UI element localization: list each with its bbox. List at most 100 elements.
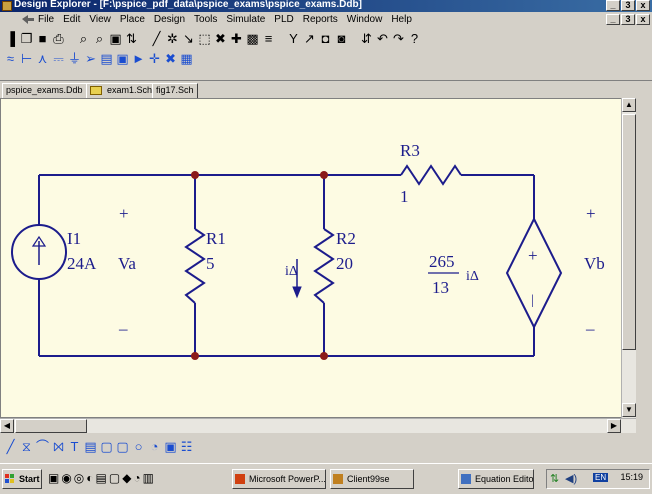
r3-value: 1 — [400, 187, 409, 206]
drawing-toolbar-icon-6[interactable]: ▢ — [100, 439, 113, 454]
main-toolbar-icon-2[interactable]: ■ — [38, 31, 47, 46]
wiring-toolbar-icon-2[interactable]: ⋏ — [37, 51, 48, 66]
wiring-toolbar-icon-10[interactable]: ✖ — [165, 51, 176, 66]
main-toolbar-icon-15[interactable]: ≡ — [264, 31, 273, 46]
main-toolbar-icon-18[interactable]: ◘ — [321, 31, 330, 46]
wiring-toolbar-icon-9[interactable]: ✛ — [149, 51, 160, 66]
main-toolbar-icon-14[interactable]: ▩ — [246, 31, 259, 46]
main-toolbar-icon-16[interactable]: Y — [289, 31, 298, 46]
drawing-toolbar-icon-3[interactable]: ⨝ — [53, 439, 64, 454]
toolbar-separator — [278, 31, 284, 47]
main-toolbar-icon-23[interactable]: ? — [410, 31, 419, 46]
vertical-scrollbar[interactable]: ▲ ▼ — [621, 98, 636, 418]
horizontal-scrollbar[interactable]: ◀ ▶ — [0, 418, 636, 433]
menu-window[interactable]: Window — [346, 14, 383, 25]
main-toolbar-icon-6[interactable]: ▣ — [109, 31, 122, 46]
main-toolbar-icon-13[interactable]: ✚ — [231, 31, 242, 46]
menu-file[interactable]: File — [38, 14, 55, 25]
menu-pld[interactable]: PLD — [274, 14, 294, 25]
main-toolbar-icon-20[interactable]: ⇵ — [361, 31, 372, 46]
wiring-toolbar-icon-4[interactable]: ⏚ — [68, 51, 82, 66]
drawing-toolbar-icon-1[interactable]: ⧖ — [21, 439, 32, 454]
menu-design[interactable]: Design — [153, 14, 186, 25]
start-button[interactable]: Start — [2, 469, 42, 489]
tab-exam1-label: exam1.Sch — [107, 85, 153, 95]
va-plus: + — [119, 204, 129, 223]
taskbar-equation-editor[interactable]: Equation Editor — [458, 469, 534, 489]
taskbar-powerpoint[interactable]: Microsoft PowerP... — [232, 469, 326, 489]
dependent-voltage-source[interactable] — [505, 216, 563, 330]
drawing-toolbar-icon-4[interactable]: T — [70, 439, 79, 454]
menu-place[interactable]: Place — [119, 14, 145, 25]
drawing-toolbar-icon-0[interactable]: ╱ — [6, 439, 15, 454]
wiring-toolbar-icon-0[interactable]: ≈ — [6, 51, 15, 66]
drawing-toolbar-icon-7[interactable]: ▢ — [116, 439, 129, 454]
taskbar-client99se[interactable]: Client99se — [330, 469, 414, 489]
main-toolbar-icon-10[interactable]: ↘ — [183, 31, 194, 46]
app-icon[interactable] — [2, 1, 12, 11]
main-toolbar-icon-19[interactable]: ◙ — [337, 31, 346, 46]
menu-help[interactable]: Help — [391, 14, 412, 25]
wiring-toolbar-icon-5[interactable]: ➢ — [85, 51, 96, 66]
doc-minimize-button[interactable]: _ — [606, 14, 620, 25]
clock: 15:19 — [620, 472, 643, 482]
language-indicator[interactable]: EN — [593, 473, 609, 482]
main-toolbar-icon-0[interactable]: ▐ — [5, 31, 16, 46]
menu-reports[interactable]: Reports — [302, 14, 338, 25]
scroll-left-button[interactable]: ◀ — [0, 419, 14, 433]
drawing-toolbar-icon-2[interactable]: ⌒ — [36, 439, 50, 454]
gain-denominator: 13 — [432, 278, 449, 297]
drawing-toolbar-icon-5[interactable]: ▤ — [84, 439, 97, 454]
menu-tools[interactable]: Tools — [194, 14, 218, 25]
vertical-scroll-thumb[interactable] — [622, 114, 636, 350]
resistor-r2[interactable] — [313, 228, 335, 304]
windows-logo-icon — [5, 474, 14, 483]
main-toolbar-icon-7[interactable]: ⇅ — [126, 31, 137, 46]
drawing-toolbar-icons: ╱⧖⌒⨝T▤▢▢○◔▣☷ — [4, 439, 193, 455]
volume-icon[interactable]: ◀) — [565, 473, 578, 485]
window-title: Design Explorer - [F:\pspice_pdf_data\ps… — [14, 0, 362, 10]
schematic-sheet[interactable]: I1 24A Va + – R1 5 R2 20 R3 1 iΔ 265 13 … — [0, 98, 636, 418]
current-source-i1[interactable] — [11, 224, 67, 280]
main-toolbar-icon-11[interactable]: ⬚ — [198, 31, 211, 46]
main-toolbar-icon-4[interactable]: ⌕ — [79, 31, 88, 46]
main-toolbar-icon-9[interactable]: ✲ — [167, 31, 178, 46]
resistor-r1[interactable] — [184, 228, 206, 304]
wiring-toolbar-icon-8[interactable]: ► — [132, 51, 145, 66]
drawing-toolbar-icon-8[interactable]: ○ — [134, 439, 143, 454]
menu-simulate[interactable]: Simulate — [226, 14, 266, 25]
drawing-toolbar-icon-11[interactable]: ☷ — [180, 439, 193, 454]
wiring-toolbar-icon-3[interactable]: ⎓ — [53, 51, 64, 66]
scroll-down-button[interactable]: ▼ — [622, 403, 636, 417]
menu-edit[interactable]: Edit — [63, 14, 81, 25]
restore-button[interactable]: 3 — [621, 0, 635, 11]
main-toolbar-icon-8[interactable]: ╱ — [152, 31, 161, 46]
wiring-toolbar-icon-6[interactable]: ▤ — [100, 51, 113, 66]
main-toolbar-icon-17[interactable]: ↗ — [304, 31, 315, 46]
scroll-right-button[interactable]: ▶ — [607, 419, 621, 433]
main-toolbar-icon-12[interactable]: ✖ — [215, 31, 226, 46]
quick-launch-icons[interactable]: ▣◉◎◐▤▢◆◔▥ — [48, 471, 157, 485]
wiring-toolbar-icon-7[interactable]: ▣ — [116, 51, 129, 66]
main-toolbar-icon-5[interactable]: ⌕ — [95, 31, 104, 46]
main-toolbar-icon-22[interactable]: ↷ — [393, 31, 404, 46]
main-toolbar-icon-3[interactable]: ⎙ — [53, 31, 64, 46]
menu-view[interactable]: View — [89, 14, 111, 25]
dep-plus: + — [528, 246, 538, 265]
gain-numerator: 265 — [429, 252, 455, 271]
main-toolbar-icon-1[interactable]: ❐ — [20, 31, 33, 46]
scroll-up-button[interactable]: ▲ — [622, 98, 636, 112]
close-button[interactable]: x — [636, 0, 650, 11]
doc-restore-button[interactable]: 3 — [621, 14, 635, 25]
drawing-toolbar-icon-9[interactable]: ◔ — [150, 439, 159, 454]
network-icon[interactable]: ⇅ — [550, 473, 560, 485]
resistor-r3[interactable] — [400, 164, 462, 186]
wiring-toolbar-icon-1[interactable]: ⊢ — [20, 51, 33, 66]
main-toolbar-icon-21[interactable]: ↶ — [377, 31, 388, 46]
doc-close-button[interactable]: x — [636, 14, 650, 25]
minimize-button[interactable]: _ — [606, 0, 620, 11]
schematic-canvas[interactable]: I1 24A Va + – R1 5 R2 20 R3 1 iΔ 265 13 … — [1, 99, 621, 419]
drawing-toolbar-icon-10[interactable]: ▣ — [164, 439, 177, 454]
wiring-toolbar-icon-11[interactable]: ▦ — [180, 51, 193, 66]
horizontal-scroll-thumb[interactable] — [15, 419, 87, 433]
